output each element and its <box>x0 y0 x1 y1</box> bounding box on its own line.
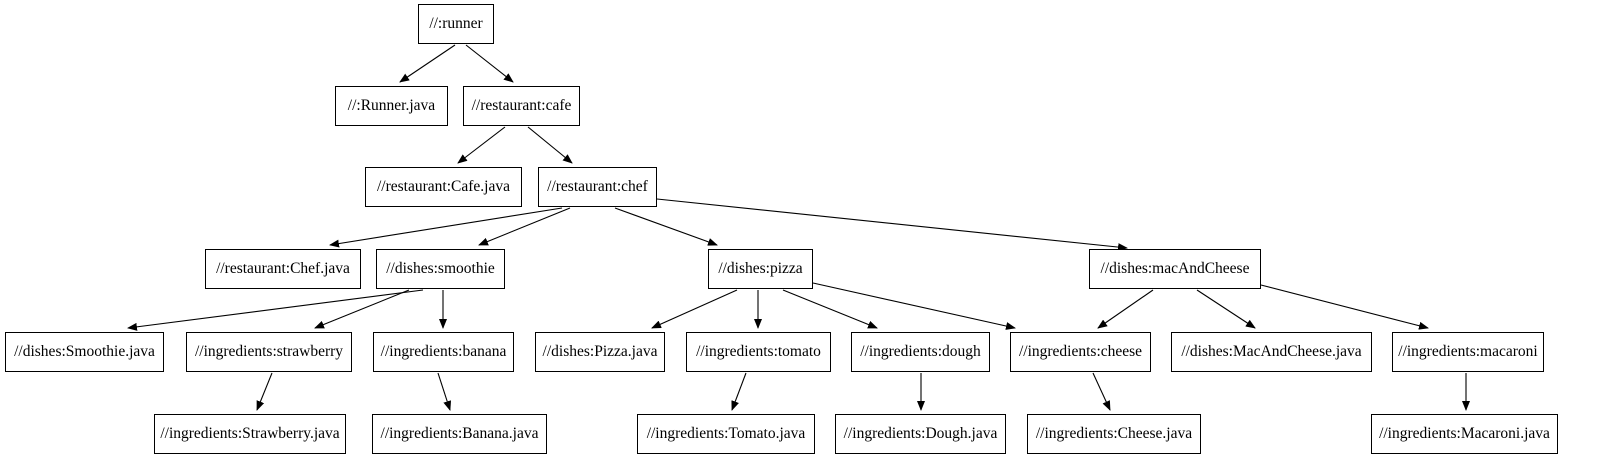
graph-node-macandcheese[interactable]: //dishes:macAndCheese <box>1089 249 1261 289</box>
graph-node-label: //restaurant:Cafe.java <box>377 178 510 196</box>
graph-node-cafe[interactable]: //restaurant:cafe <box>463 86 580 126</box>
graph-node-label: //ingredients:strawberry <box>194 343 344 361</box>
edge-tomato-to-tomato_java <box>731 372 747 411</box>
graph-node-dough_java[interactable]: //ingredients:Dough.java <box>835 414 1006 454</box>
graph-node-strawberry_java[interactable]: //ingredients:Strawberry.java <box>154 414 346 454</box>
edge-strawberry-to-strawberry_java <box>256 372 273 411</box>
graph-node-tomato[interactable]: //ingredients:tomato <box>686 332 831 372</box>
graph-node-smoothie_java[interactable]: //dishes:Smoothie.java <box>5 332 164 372</box>
graph-node-label: //restaurant:Chef.java <box>216 260 350 278</box>
graph-node-macaroni_java[interactable]: //ingredients:Macaroni.java <box>1371 414 1558 454</box>
edge-chef-to-pizza <box>614 207 718 246</box>
edge-macandcheese-to-cheese <box>1097 289 1154 329</box>
graph-node-runner[interactable]: //:runner <box>418 4 494 44</box>
edge-runner-to-cafe <box>465 44 514 83</box>
graph-node-smoothie[interactable]: //dishes:smoothie <box>376 249 505 289</box>
graph-node-label: //ingredients:banana <box>380 343 507 361</box>
edge-smoothie-to-strawberry <box>314 289 410 329</box>
graph-node-pizza[interactable]: //dishes:pizza <box>708 249 813 289</box>
graph-node-label: //ingredients:Strawberry.java <box>160 425 340 443</box>
graph-node-label: //restaurant:chef <box>547 178 648 196</box>
graph-node-label: //restaurant:cafe <box>471 97 572 115</box>
graph-node-label: //dishes:pizza <box>718 260 803 278</box>
edge-chef-to-macandcheese <box>656 198 1128 252</box>
graph-node-label: //dishes:Smoothie.java <box>14 343 155 361</box>
graph-node-label: //ingredients:Cheese.java <box>1035 425 1193 443</box>
graph-node-label: //dishes:smoothie <box>386 260 495 278</box>
edge-pizza-to-pizza_java <box>651 289 738 329</box>
edge-pizza-to-cheese <box>812 282 1016 330</box>
edge-smoothie-to-smoothie_java <box>127 289 424 331</box>
graph-node-pizza_java[interactable]: //dishes:Pizza.java <box>535 332 665 372</box>
graph-node-strawberry[interactable]: //ingredients:strawberry <box>186 332 352 372</box>
graph-node-label: //ingredients:tomato <box>696 343 821 361</box>
graph-node-macandcheese_java[interactable]: //dishes:MacAndCheese.java <box>1171 332 1372 372</box>
edge-macandcheese-to-macaroni <box>1260 284 1429 330</box>
graph-node-chef_java[interactable]: //restaurant:Chef.java <box>205 249 361 289</box>
graph-node-cheese_java[interactable]: //ingredients:Cheese.java <box>1027 414 1201 454</box>
graph-node-cheese[interactable]: //ingredients:cheese <box>1010 332 1151 372</box>
graph-node-label: //ingredients:dough <box>860 343 981 361</box>
graph-node-label: //ingredients:Tomato.java <box>646 425 806 443</box>
graph-node-label: //ingredients:cheese <box>1018 343 1143 361</box>
graph-node-label: //dishes:Pizza.java <box>542 343 658 361</box>
graph-node-label: //dishes:MacAndCheese.java <box>1181 343 1362 361</box>
edge-pizza-to-dough <box>782 289 878 329</box>
edge-runner-to-runner_java <box>399 44 456 83</box>
edge-macandcheese-to-macandcheese_java <box>1196 289 1256 329</box>
edge-cafe-to-cafe_java <box>457 126 506 164</box>
graph-node-label: //dishes:macAndCheese <box>1100 260 1250 278</box>
graph-node-runner_java[interactable]: //:Runner.java <box>335 86 448 126</box>
graph-node-banana[interactable]: //ingredients:banana <box>373 332 514 372</box>
graph-node-label: //:Runner.java <box>347 97 436 115</box>
graph-node-chef[interactable]: //restaurant:chef <box>538 167 657 207</box>
graph-node-banana_java[interactable]: //ingredients:Banana.java <box>372 414 547 454</box>
edge-chef-to-smoothie <box>478 207 571 246</box>
graph-node-dough[interactable]: //ingredients:dough <box>851 332 990 372</box>
graph-node-tomato_java[interactable]: //ingredients:Tomato.java <box>637 414 815 454</box>
graph-node-label: //ingredients:Macaroni.java <box>1379 425 1550 443</box>
edge-cafe-to-chef <box>527 126 573 164</box>
graph-node-label: //ingredients:macaroni <box>1398 343 1538 361</box>
edge-chef-to-chef_java <box>329 207 563 248</box>
graph-node-label: //ingredients:Dough.java <box>843 425 998 443</box>
graph-node-cafe_java[interactable]: //restaurant:Cafe.java <box>365 167 522 207</box>
graph-node-label: //:runner <box>429 15 483 33</box>
graph-node-label: //ingredients:Banana.java <box>380 425 539 443</box>
edge-banana-to-banana_java <box>437 372 452 411</box>
edge-cheese-to-cheese_java <box>1092 372 1111 411</box>
graph-node-macaroni[interactable]: //ingredients:macaroni <box>1392 332 1544 372</box>
